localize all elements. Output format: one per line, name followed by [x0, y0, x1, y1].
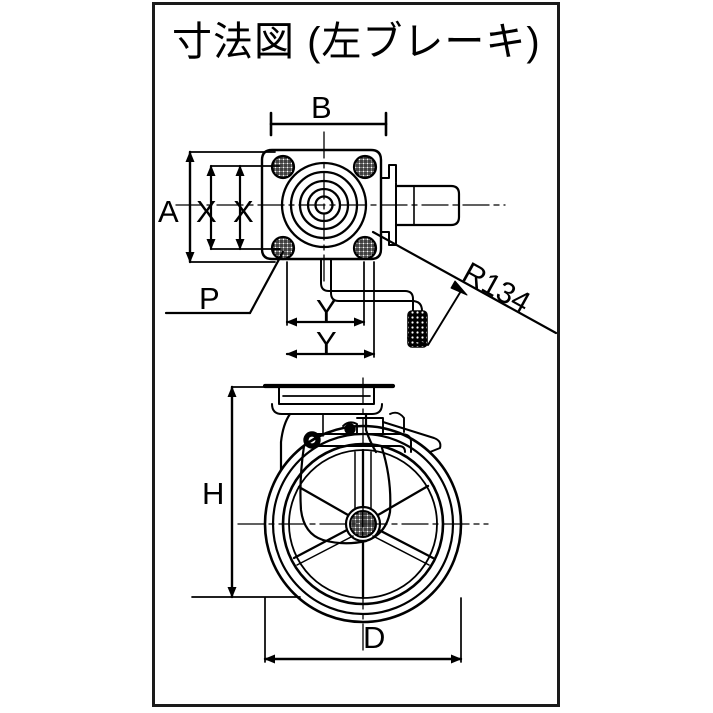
drawing-border-frame	[152, 2, 560, 707]
dimension-label-P: P	[199, 281, 220, 316]
dimension-label-X-inner: X	[233, 194, 254, 229]
dimension-label-A: A	[158, 194, 179, 229]
dimension-label-D: D	[363, 620, 386, 655]
drawing-title: 寸法図 (左ブレーキ)	[172, 20, 541, 64]
dimension-label-Y-inner: Y	[316, 293, 337, 328]
dimension-label-X-outer: X	[196, 194, 217, 229]
dimension-label-B: B	[311, 90, 332, 125]
dimension-label-Y-outer: Y	[316, 325, 337, 360]
dimension-label-H: H	[202, 476, 225, 511]
